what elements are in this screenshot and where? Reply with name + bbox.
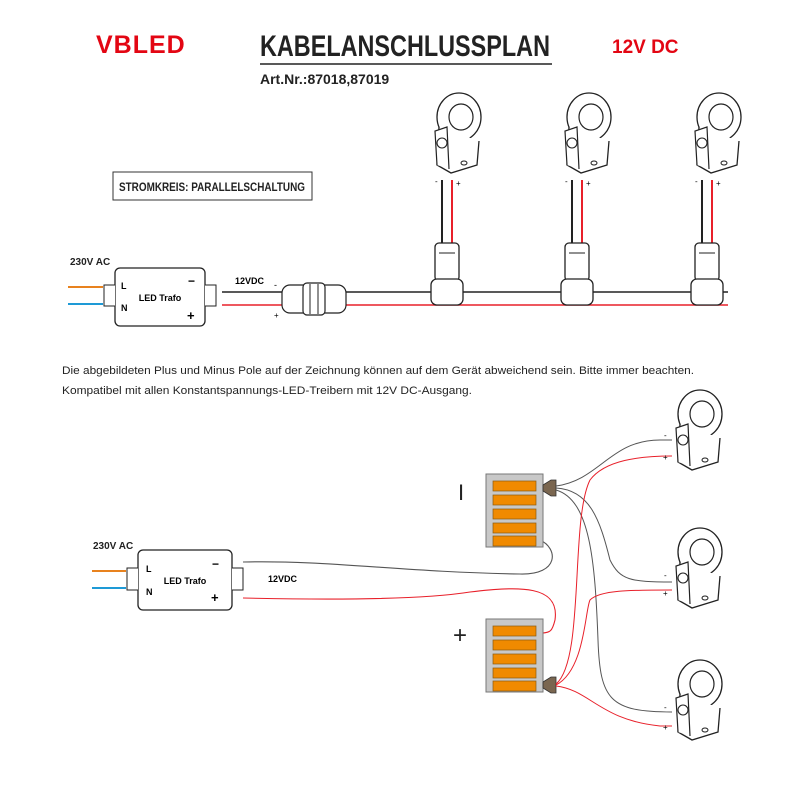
spotlight-2: - + (560, 92, 612, 306)
svg-text:+: + (456, 179, 461, 188)
svg-text:+: + (716, 179, 721, 188)
spotlight-b2: - + (663, 527, 723, 609)
terminal-block-minus (485, 473, 544, 548)
wire-minus-light-2 (555, 487, 673, 583)
circuit-label: STROMKREIS: PARALLELSCHALTUNG (119, 180, 305, 194)
wire-plus-light-1 (555, 455, 673, 685)
terminal-block-plus (485, 618, 544, 693)
svg-text:+: + (187, 308, 195, 323)
inline-coupler (281, 282, 347, 316)
svg-text:+: + (663, 723, 668, 732)
input-label: 230V AC (70, 257, 110, 268)
output-label-2: 12VDC (268, 574, 298, 584)
svg-text:N: N (146, 587, 153, 597)
wire-plus-2 (242, 588, 556, 634)
page-title: KABELANSCHLUSSPLAN (260, 30, 550, 63)
spotlight-b3: - + (663, 659, 723, 741)
svg-text:LED Trafo: LED Trafo (164, 576, 207, 586)
output-label: 12VDC (235, 276, 265, 286)
svg-text:-: - (435, 177, 438, 186)
svg-text:-: - (695, 177, 698, 186)
wire-plus-light-3 (555, 685, 672, 727)
svg-text:+: + (663, 453, 668, 462)
svg-text:-: - (565, 177, 568, 186)
svg-text:-: - (664, 571, 667, 580)
svg-text:N: N (121, 303, 128, 313)
svg-text:LED Trafo: LED Trafo (139, 293, 182, 303)
svg-text:L: L (121, 281, 127, 291)
wire-minus-light-3 (555, 489, 673, 713)
wire-minus-light-1 (555, 439, 672, 487)
spotlight-1: - + (430, 92, 482, 306)
svg-text:-: - (664, 703, 667, 712)
plus-terminal-label: + (453, 622, 467, 649)
minus-terminal-label: I (458, 480, 464, 505)
svg-text:-: - (274, 280, 277, 290)
note-compatibility: Kompatibel mit allen Konstantspannungs-L… (62, 385, 472, 397)
spotlight-b1: - + (663, 389, 723, 471)
circuit-label-box (112, 171, 313, 201)
wire-plus-light-2 (555, 589, 673, 686)
svg-text:+: + (211, 590, 219, 605)
svg-text:L: L (146, 564, 152, 574)
svg-text:-: - (664, 431, 667, 440)
led-trafo-2: L N LED Trafo − + (126, 549, 244, 611)
svg-text:+: + (663, 589, 668, 598)
led-trafo: L N LED Trafo − + (103, 267, 217, 327)
svg-text:−: − (212, 557, 219, 571)
spotlight-3: - + (690, 92, 742, 306)
svg-text:−: − (188, 274, 195, 288)
voltage-label: 12V DC (612, 37, 679, 58)
input-label-2: 230V AC (93, 541, 133, 552)
article-number: Art.Nr.:87018,87019 (260, 71, 389, 87)
wire-minus-2 (242, 539, 553, 575)
svg-text:+: + (274, 311, 279, 320)
svg-text:+: + (586, 179, 591, 188)
note-polarity: Die abgebildeten Plus und Minus Pole auf… (62, 365, 694, 377)
brand-logo: VBLED (96, 31, 186, 59)
